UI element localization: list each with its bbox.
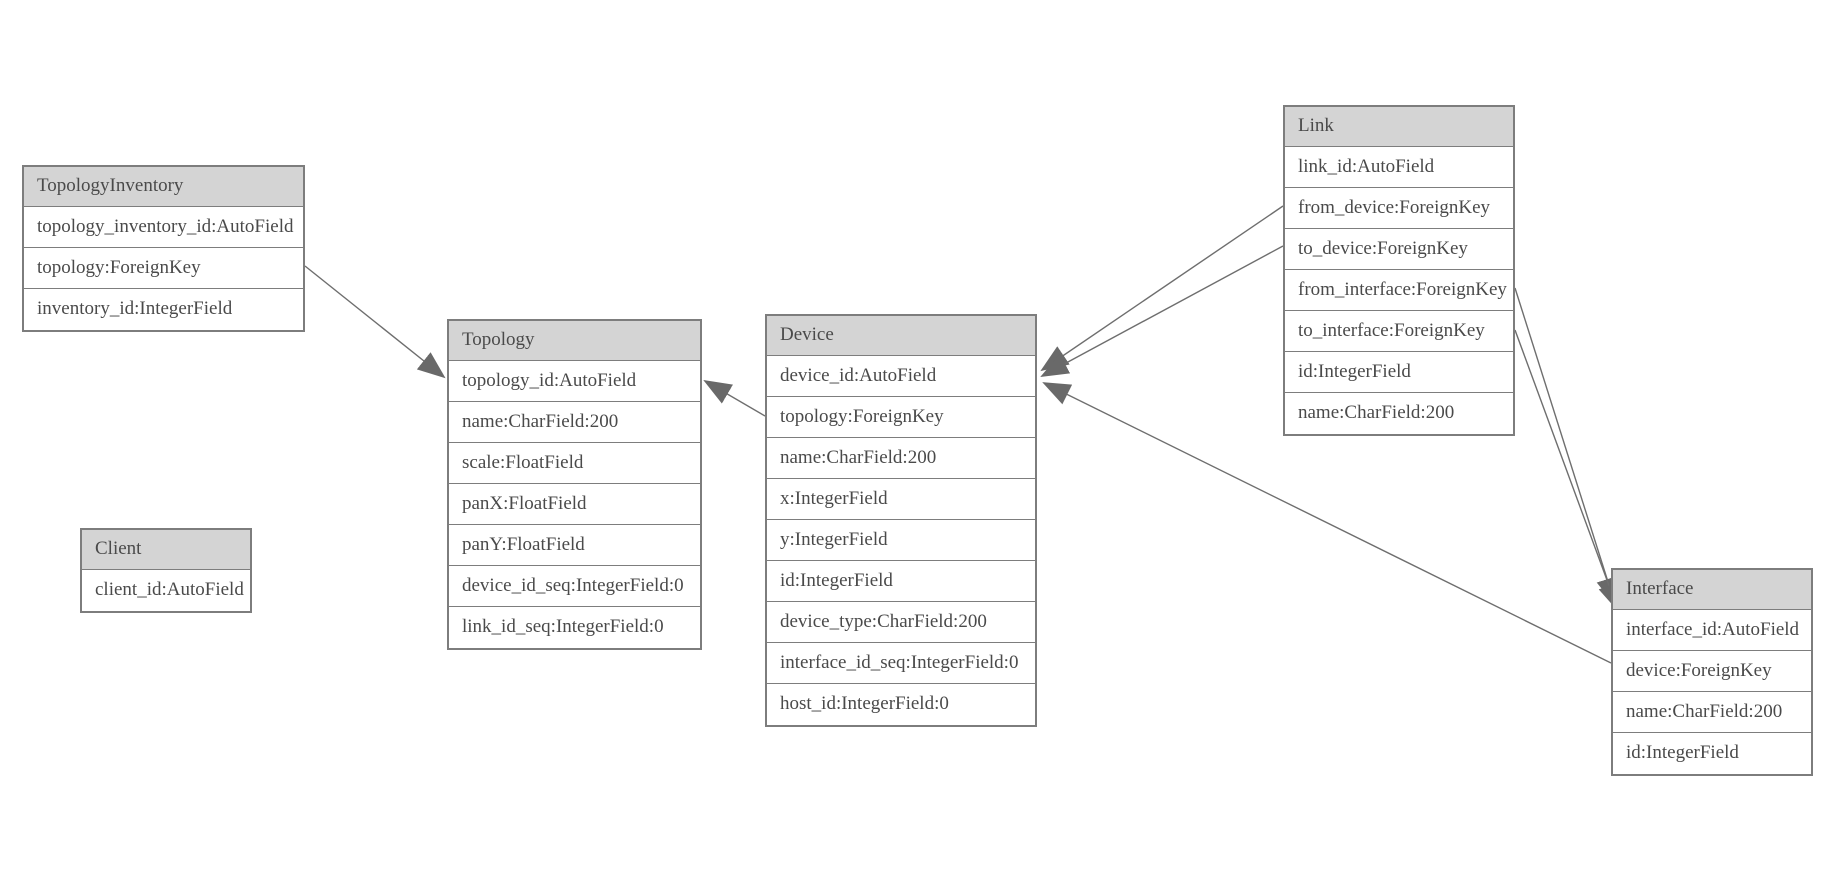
entity-field-row: inventory_id:IntegerField bbox=[37, 298, 233, 319]
entity-field-row: link_id_seq:IntegerField:0 bbox=[462, 616, 664, 637]
entity-title-client: Client bbox=[82, 530, 250, 570]
entity-field-row: id:IntegerField bbox=[1626, 742, 1739, 763]
entity-field-row: name:CharField:200 bbox=[1298, 402, 1455, 423]
entity-field-row: id:IntegerField bbox=[767, 561, 1035, 602]
entity-field-row: panY:FloatField bbox=[449, 525, 700, 566]
entity-field-row: client_id:AutoField bbox=[95, 579, 244, 600]
entity-field-row: device_type:CharField:200 bbox=[767, 602, 1035, 643]
entity-field-row: device:ForeignKey bbox=[1613, 651, 1811, 692]
entity-field-row: id:IntegerField bbox=[1285, 352, 1513, 393]
relation-arrow-Link.to_interface-to-Interface.interface_id bbox=[1514, 329, 1620, 612]
entity-field-row: name:CharField:200 bbox=[767, 438, 1035, 479]
entity-title-topologyinventory: TopologyInventory bbox=[24, 167, 303, 207]
relation-arrow-TopologyInventory.topology-to-Topology.topology_id bbox=[304, 265, 446, 379]
entity-field-row: panX:FloatField bbox=[449, 484, 700, 525]
entity-field-row: name:CharField:200 bbox=[1613, 692, 1811, 733]
entity-title-link: Link bbox=[1285, 107, 1513, 147]
entity-field-row: scale:FloatField bbox=[449, 443, 700, 484]
entity-field-row: interface_id:AutoField bbox=[1613, 610, 1811, 651]
entity-field-row: from_interface:ForeignKey bbox=[1285, 270, 1513, 311]
entity-field-row: from_device:ForeignKey bbox=[1285, 188, 1513, 229]
entity-field-row: link_id:AutoField bbox=[1285, 147, 1513, 188]
entity-field-row: to_device:ForeignKey bbox=[1285, 229, 1513, 270]
relation-arrow-Link.from_device-to-Device.device_id bbox=[1040, 205, 1284, 372]
entity-field-row: device_id:AutoField bbox=[767, 356, 1035, 397]
entity-field-row: interface_id_seq:IntegerField:0 bbox=[767, 643, 1035, 684]
entity-field-row: x:IntegerField bbox=[767, 479, 1035, 520]
relation-arrow-Link.to_device-to-Device.device_id bbox=[1040, 245, 1284, 377]
entity-field-row: y:IntegerField bbox=[767, 520, 1035, 561]
entity-client: Client client_id:AutoField bbox=[80, 528, 252, 613]
entity-field-row: to_interface:ForeignKey bbox=[1285, 311, 1513, 352]
relation-arrow-Device.topology-to-Topology.topology_id bbox=[703, 379, 766, 417]
entity-field-row: host_id:IntegerField:0 bbox=[780, 693, 949, 714]
relation-arrow-Link.from_interface-to-Interface.interface_id bbox=[1514, 287, 1618, 606]
entity-field-row: topology_id:AutoField bbox=[449, 361, 700, 402]
entity-field-row: name:CharField:200 bbox=[449, 402, 700, 443]
entity-title-interface: Interface bbox=[1613, 570, 1811, 610]
entity-field-row: topology:ForeignKey bbox=[24, 248, 303, 289]
entity-field-row: topology_inventory_id:AutoField bbox=[24, 207, 303, 248]
entity-field-row: device_id_seq:IntegerField:0 bbox=[449, 566, 700, 607]
entity-title-device: Device bbox=[767, 316, 1035, 356]
entity-title-topology: Topology bbox=[449, 321, 700, 361]
entity-field-row: topology:ForeignKey bbox=[767, 397, 1035, 438]
